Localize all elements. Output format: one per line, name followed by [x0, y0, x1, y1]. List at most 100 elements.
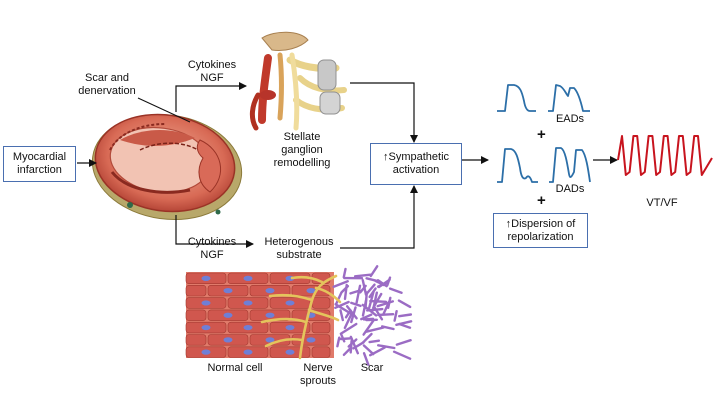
vt-vf-trace: [617, 135, 713, 176]
scar-fiber: [368, 339, 381, 344]
scar-fiber: [369, 265, 379, 278]
cell-nucleus: [223, 312, 233, 318]
connectors: [77, 82, 618, 249]
normal-cells: [185, 272, 334, 358]
cell-nucleus: [223, 288, 233, 294]
cytokines-ngf-bottom-label: Cytokines NGF: [187, 236, 237, 261]
cytokines-ngf-top-label: Cytokines NGF: [187, 59, 237, 84]
stellate-ganglion-illustration: [249, 31, 347, 131]
scar-fiber: [367, 291, 375, 310]
trace-dad: [549, 147, 591, 183]
scar-fiber: [360, 313, 373, 321]
nerve-fiber: [290, 275, 324, 284]
scar-fiber: [397, 299, 412, 309]
scar-fiber: [365, 326, 385, 333]
trace-normal-mid: [497, 148, 538, 183]
cell-nucleus: [243, 300, 253, 306]
scar-fiber: [344, 309, 352, 319]
scar-fiber: [376, 281, 389, 288]
muscle-cell: [185, 309, 207, 321]
arrow-heart-to-stellate: [175, 82, 247, 112]
scar-fiber: [349, 339, 353, 354]
scar-fiber: [349, 335, 359, 355]
scar-fiber: [362, 344, 375, 356]
dads-label: DADs: [555, 183, 585, 195]
eads-label: EADs: [555, 113, 585, 125]
nerve-fiber: [260, 317, 308, 324]
nerve-fiber: [307, 308, 340, 322]
scar-fiber: [350, 301, 362, 308]
arrow-substrate-to-sympathetic: [340, 185, 418, 249]
scar-fiber: [368, 287, 377, 299]
scar-fiber: [353, 273, 372, 278]
nerve-sprouts: [260, 274, 342, 360]
trace-ead: [548, 84, 590, 112]
vt-vf-label: VT/VF: [646, 197, 678, 209]
scar-label: Scar: [360, 362, 384, 374]
scar-fiber: [339, 332, 346, 343]
normal-cell-label: Normal cell: [207, 362, 263, 374]
scar-fiber: [335, 292, 343, 305]
scar-fiber: [355, 284, 362, 304]
dispersion-of-repolarization-box: ↑Dispersion of repolarization: [493, 213, 588, 248]
cell-nucleus: [306, 337, 316, 343]
heterogenous-substrate-label: Heterogenous substrate: [264, 236, 334, 261]
scar-and-denervation-label: Scar and denervation: [78, 72, 136, 97]
cell-nucleus: [201, 300, 211, 306]
arrow-stellate-to-sympathetic: [350, 82, 418, 143]
plus-sign-bottom: +: [537, 192, 546, 209]
cell-nucleus: [285, 349, 295, 355]
cell-nucleus: [243, 349, 253, 355]
scar-fiber: [362, 352, 370, 366]
scar-fiber: [340, 322, 358, 335]
cell-nucleus: [265, 337, 275, 343]
cell-nucleus: [243, 324, 253, 331]
scar-fiber: [398, 322, 412, 329]
scar-leader-line: [137, 97, 191, 123]
scar-fiber: [345, 305, 358, 320]
scar-fiber: [364, 283, 376, 296]
stellate-ganglion-label: Stellate ganglion remodelling: [273, 131, 331, 169]
heart-cross-section: [91, 113, 243, 221]
nerve-sprouts-label: Nerve sprouts: [299, 362, 337, 387]
tissue-illustration: [185, 265, 413, 366]
scar-tissue: [332, 265, 413, 366]
scar-fiber: [377, 344, 396, 350]
scar-fiber: [343, 283, 348, 301]
cell-nucleus: [265, 312, 275, 318]
muscle-cell: [311, 346, 331, 358]
cell-nucleus: [201, 275, 211, 281]
arrow-heart-to-substrate: [175, 215, 254, 248]
muscle-cell: [311, 321, 331, 334]
scar-fiber: [362, 319, 375, 336]
scar-fiber: [371, 291, 378, 312]
cell-nucleus: [243, 275, 253, 281]
cell-nucleus: [285, 324, 295, 331]
scar-fiber: [343, 312, 353, 330]
muscle-cell: [185, 284, 207, 297]
nerve-fiber: [264, 337, 304, 348]
cell-nucleus: [201, 324, 211, 331]
myocardial-infarction-box: Myocardial infarction: [3, 146, 76, 182]
scar-fiber: [359, 284, 367, 294]
trace-normal-top: [497, 84, 536, 112]
scar-fiber: [342, 267, 347, 279]
scar-fiber: [366, 307, 384, 312]
scar-fiber: [352, 341, 365, 350]
cell-nucleus: [306, 288, 316, 294]
scar-fiber: [398, 313, 413, 318]
nerve-fiber: [314, 286, 342, 304]
scar-fiber: [369, 346, 386, 357]
scar-fiber: [377, 313, 395, 317]
scar-fiber: [386, 276, 392, 287]
scar-fiber: [395, 339, 412, 346]
scar-fiber: [339, 309, 344, 322]
scar-fiber: [369, 299, 388, 303]
cell-nucleus: [201, 349, 211, 355]
scar-fiber: [388, 287, 403, 294]
plus-sign-top: +: [537, 126, 546, 143]
scar-fiber: [392, 350, 412, 360]
scar-fiber: [387, 296, 392, 309]
